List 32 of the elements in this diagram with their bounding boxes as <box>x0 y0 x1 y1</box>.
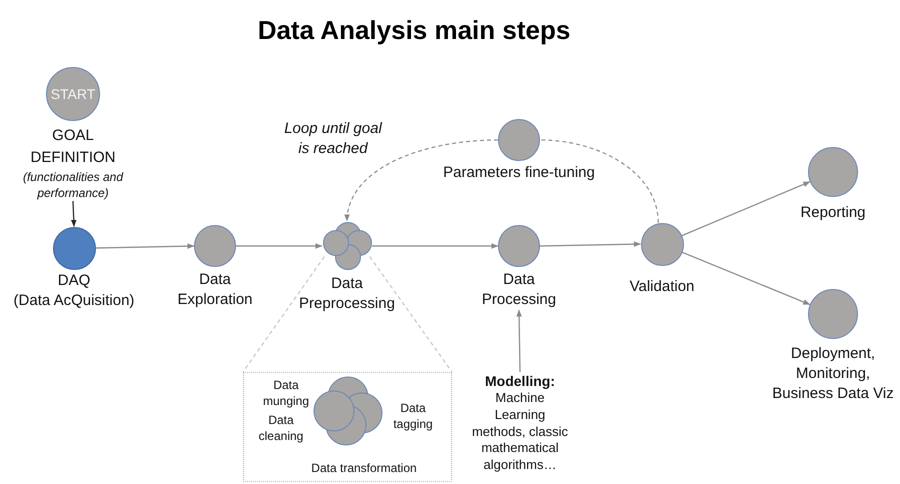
dashed-arrow <box>345 139 498 222</box>
dashed-connector-line <box>540 139 659 223</box>
diagram-title: Data Analysis main steps <box>258 14 570 46</box>
part-label: Data tagging <box>392 400 434 432</box>
step-description: Machine Learning methods, classic mathematical algorithms… <box>470 390 570 474</box>
step-label: Data Exploration <box>176 270 254 310</box>
start-label: START <box>50 86 96 102</box>
step-label: Parameters fine-tuning <box>443 163 595 183</box>
step-label: Data Preprocessing <box>298 274 396 314</box>
step-label: Reporting <box>800 203 866 223</box>
part-label: Data cleaning <box>258 412 304 444</box>
goal-title: GOAL DEFINITION <box>30 126 116 168</box>
step-label: (Data AcQuisition) <box>14 290 134 310</box>
arrow <box>236 243 322 249</box>
arrow <box>540 241 641 247</box>
arrow <box>95 243 194 249</box>
arrow <box>682 252 810 306</box>
arrow <box>70 200 77 227</box>
step-label: DAQ <box>58 270 90 290</box>
step-heading: Modelling: <box>485 372 555 390</box>
step-label: Data Processing <box>480 270 558 310</box>
arrow <box>682 181 810 236</box>
goal-note: (functionalities and performance) <box>22 169 124 201</box>
step-label: Validation <box>630 276 694 296</box>
zoom-guide-line <box>242 256 325 372</box>
inset-box <box>243 372 452 482</box>
arrow <box>516 310 522 372</box>
part-label: Data munging <box>262 377 310 409</box>
arrow <box>372 243 498 249</box>
zoom-guide-line <box>369 256 452 372</box>
part-label: Data transformation <box>311 460 417 476</box>
step-label: Deployment, Monitoring, Business Data Viz <box>771 344 895 404</box>
